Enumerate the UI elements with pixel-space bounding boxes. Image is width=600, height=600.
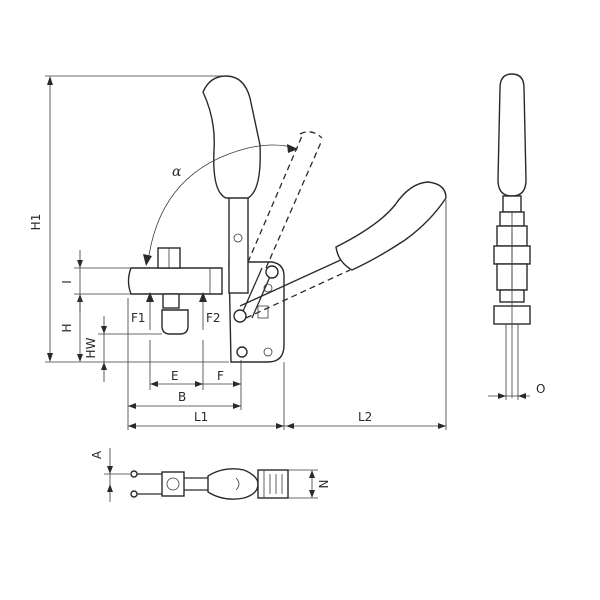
handle-grip-closed (202, 75, 261, 199)
top-view (104, 448, 318, 502)
handle-open-upper-edge (239, 257, 346, 307)
handle-open-ghost-left (247, 135, 303, 263)
label-L1: L1 (194, 410, 208, 424)
top-handle-grip (207, 468, 259, 500)
label-L2: L2 (358, 410, 372, 424)
handle-stem-closed (228, 194, 249, 294)
handle-open-ghost-right (265, 139, 323, 269)
front-neck (502, 195, 522, 213)
handle-pivot-upper (233, 233, 243, 243)
top-base (257, 469, 289, 499)
label-H: H (60, 323, 74, 332)
side-view (127, 75, 447, 363)
handle-grip-open (335, 181, 447, 271)
label-F: F (217, 369, 224, 383)
linkage-pin-right (265, 265, 279, 279)
label-O: O (536, 382, 545, 396)
label-N: N (317, 480, 331, 489)
label-F1: F1 (131, 311, 146, 325)
front-handle-grip (497, 73, 527, 197)
side-view-dimensions (45, 75, 447, 430)
label-F2: F2 (206, 311, 221, 325)
label-H1: H1 (29, 214, 43, 231)
label-B: B (178, 390, 186, 404)
top-hole-lower (130, 490, 138, 498)
spindle-nut-bottom (162, 293, 180, 309)
label-I: I (60, 280, 74, 284)
base-hole-3 (263, 283, 273, 293)
top-hole-upper (130, 470, 138, 478)
base-hole-2 (263, 347, 273, 357)
spindle-pad (161, 309, 189, 335)
dimension-labels: H1 α I H HW F1 F2 E F B L1 L2 O A N (29, 164, 545, 488)
label-alpha: α (172, 164, 182, 180)
front-view (488, 73, 531, 400)
opening-angle-arc (147, 144, 296, 263)
label-E: E (171, 369, 179, 383)
label-A: A (90, 450, 104, 459)
clamp-arm (127, 267, 223, 295)
label-HW: HW (84, 337, 98, 358)
base-pivot (236, 346, 248, 358)
top-spindle-hex (161, 471, 185, 497)
main-pivot (233, 309, 247, 323)
